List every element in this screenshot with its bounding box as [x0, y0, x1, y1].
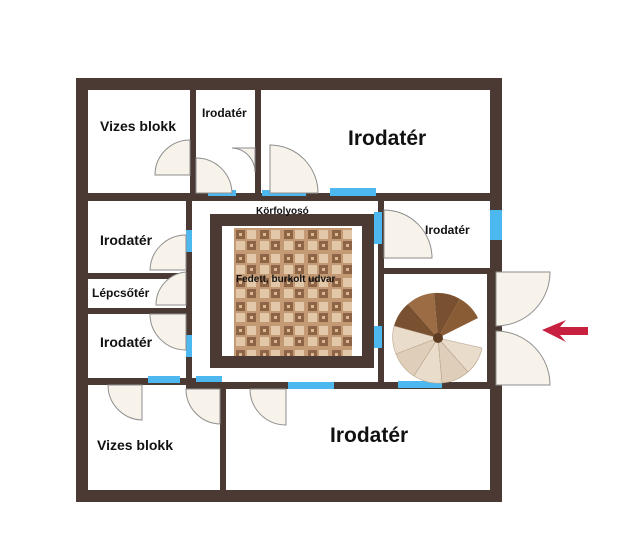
label-courtyard: Fedett, burkolt udvar [236, 274, 336, 285]
courtyard-floor [234, 228, 352, 356]
door-bottom-left [185, 388, 221, 425]
doors [107, 139, 551, 426]
door-office-small-2 [231, 147, 256, 173]
label-corridor: Körfolyosó [256, 206, 309, 217]
spiral-stair-icon [392, 292, 483, 384]
label-office-small-top: Irodatér [202, 106, 247, 120]
entrance-arrow-icon [542, 320, 588, 342]
label-office-left-2: Irodatér [100, 334, 153, 350]
door-wc-top [154, 139, 191, 176]
label-office-left-1: Irodatér [100, 232, 153, 248]
windows [148, 188, 502, 389]
door-entrance-top [495, 271, 551, 327]
door-stair [155, 271, 187, 306]
label-wc-bottom: Vizes blokk [97, 437, 174, 453]
door-office-large-top [269, 144, 319, 194]
label-office-large-bottom: Irodatér [330, 424, 409, 447]
label-stairwell: Lépcsőtér [92, 286, 150, 300]
label-office-large-top: Irodatér [348, 127, 427, 150]
door-entrance-bottom [495, 330, 551, 386]
door-left-2 [149, 313, 187, 351]
door-office-small [195, 157, 233, 194]
door-office-right [383, 209, 433, 259]
interior-walls [88, 88, 493, 495]
label-wc-top: Vizes blokk [100, 118, 177, 134]
door-bottom-mid [249, 388, 287, 426]
door-left-1 [149, 234, 187, 271]
door-wc-bottom [107, 384, 143, 421]
outer-walls [76, 78, 502, 502]
label-office-right: Irodatér [425, 223, 470, 237]
